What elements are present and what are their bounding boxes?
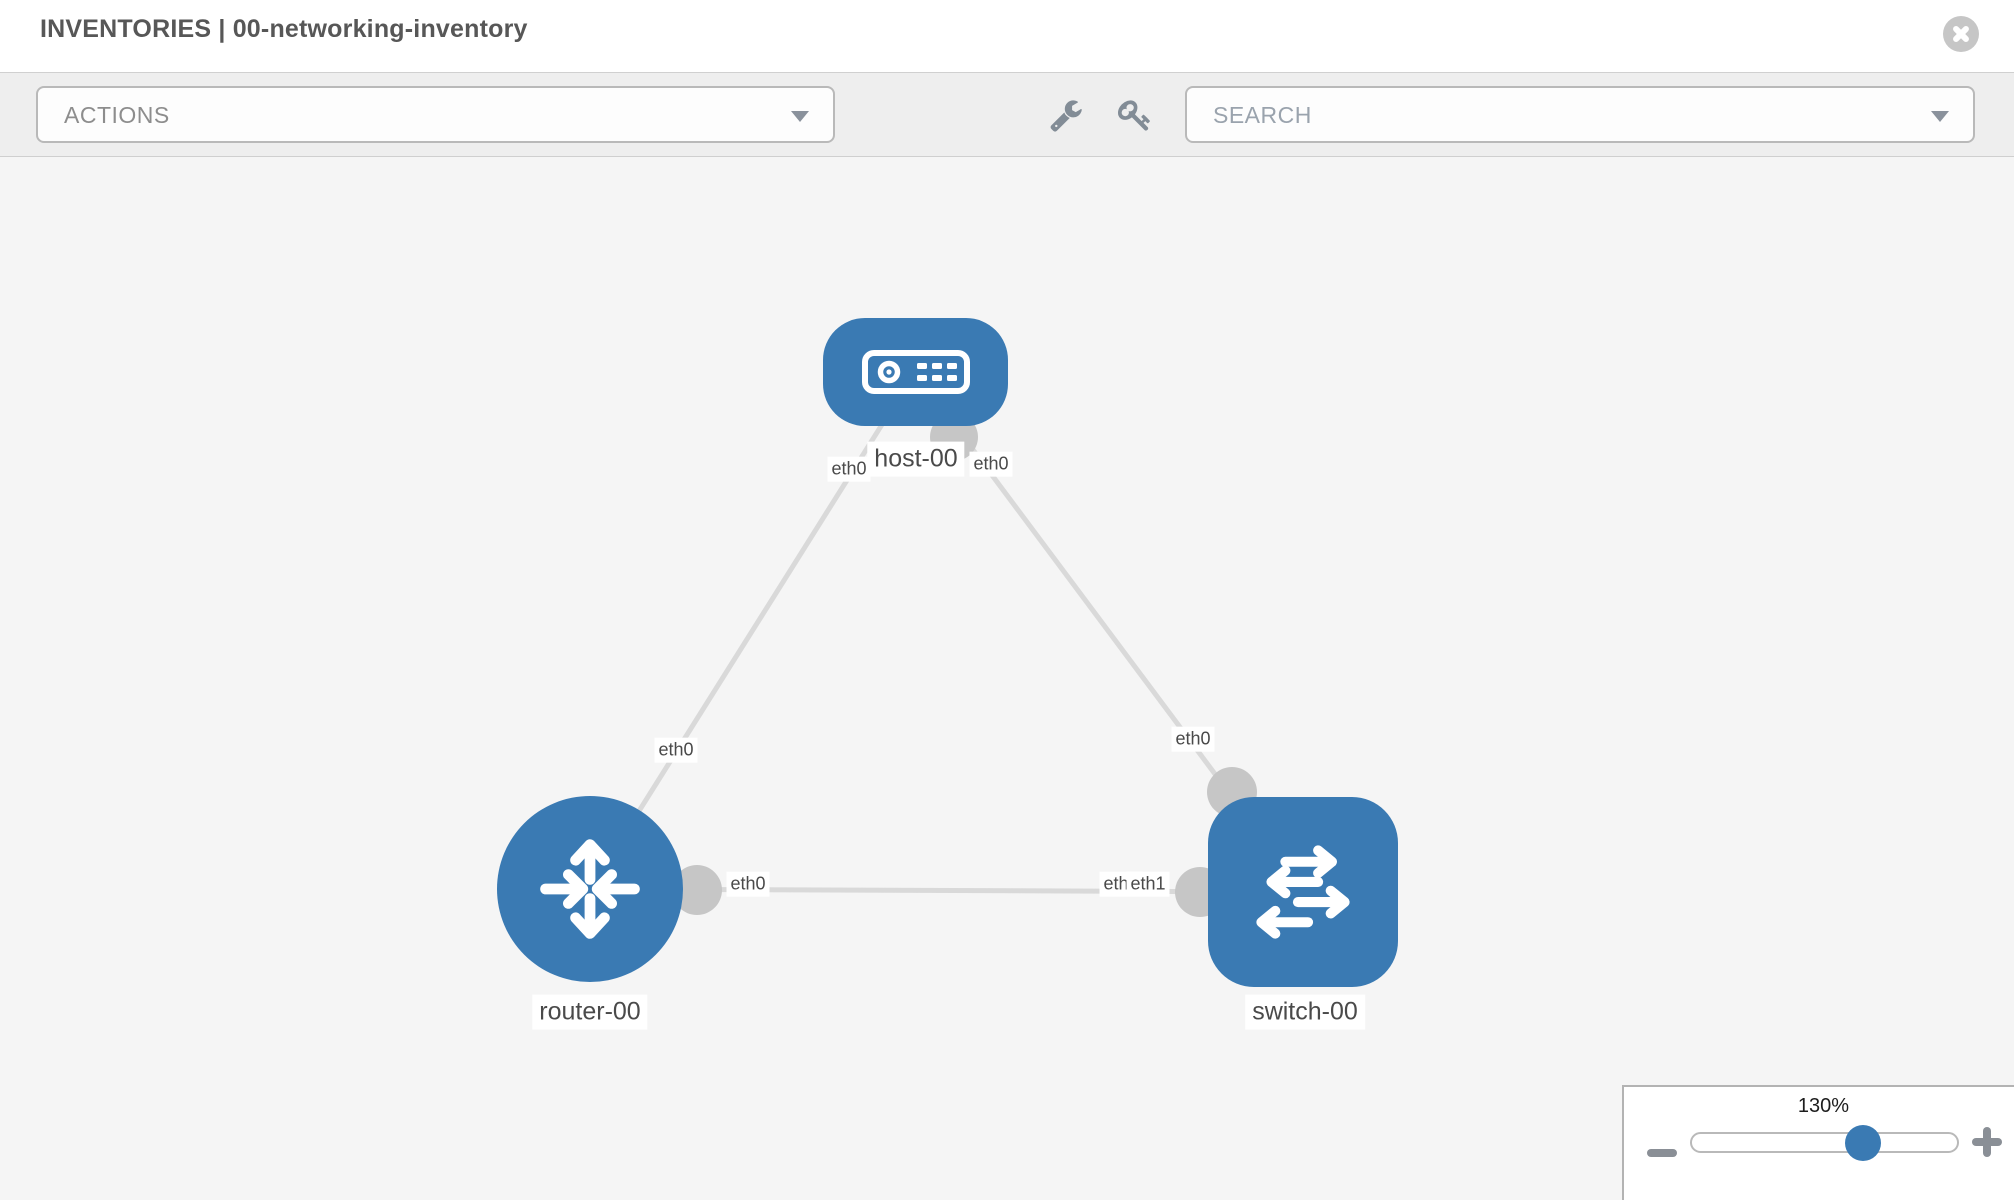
- chevron-down-icon: [791, 111, 809, 122]
- zoom-percentage: 130%: [1797, 1095, 1850, 1117]
- iface-label-host-to-switch: eth0: [969, 451, 1013, 477]
- chevron-down-icon: [1931, 111, 1949, 122]
- zoom-slider-thumb[interactable]: [1845, 1125, 1881, 1161]
- host-device-icon: [861, 350, 970, 394]
- switch-arrows-icon: [1256, 845, 1350, 939]
- node-label-switch-00: switch-00: [1245, 994, 1365, 1030]
- zoom-panel: 130%: [1622, 1085, 2014, 1200]
- iface-label-host-to-router: eth0: [827, 456, 871, 482]
- plus-icon: [1983, 1127, 1991, 1157]
- node-switch-00[interactable]: [1208, 797, 1398, 987]
- zoom-in-button[interactable]: [1970, 1125, 2004, 1159]
- minus-icon: [1647, 1149, 1677, 1157]
- zoom-slider-track[interactable]: [1690, 1132, 1959, 1153]
- key-button[interactable]: [1116, 97, 1154, 135]
- iface-label-router-to-switch: eth0: [726, 871, 770, 897]
- node-host-00[interactable]: [823, 318, 1008, 426]
- port-circle-router: [672, 865, 722, 915]
- toolbar: ACTIONS SEARCH: [0, 72, 2014, 157]
- router-arrows-icon: [540, 839, 640, 939]
- node-label-router-00: router-00: [532, 994, 648, 1030]
- wrench-icon: [1050, 99, 1082, 132]
- wrench-button[interactable]: [1047, 97, 1085, 135]
- key-icon: [1118, 99, 1150, 131]
- zoom-out-button[interactable]: [1646, 1136, 1678, 1170]
- header: INVENTORIES | 00-networking-inventory: [0, 0, 2014, 72]
- iface-label-router-to-host: eth0: [654, 737, 698, 763]
- topology-canvas[interactable]: host-00 router-00 switch-00 eth0 eth0 et…: [0, 157, 2014, 1200]
- node-router-00[interactable]: [497, 796, 683, 982]
- page-title: INVENTORIES | 00-networking-inventory: [40, 15, 528, 43]
- actions-dropdown[interactable]: ACTIONS: [36, 86, 835, 143]
- search-dropdown-label: SEARCH: [1213, 102, 1312, 128]
- iface-label-switch-to-host: eth0: [1171, 726, 1215, 752]
- topology-edges-layer: [587, 370, 1306, 917]
- actions-dropdown-label: ACTIONS: [64, 102, 170, 128]
- iface-label-switch-eth1-over: eth1: [1126, 871, 1170, 897]
- search-dropdown[interactable]: SEARCH: [1185, 86, 1975, 143]
- close-button[interactable]: [1943, 16, 1979, 52]
- node-label-host-00: host-00: [867, 441, 965, 477]
